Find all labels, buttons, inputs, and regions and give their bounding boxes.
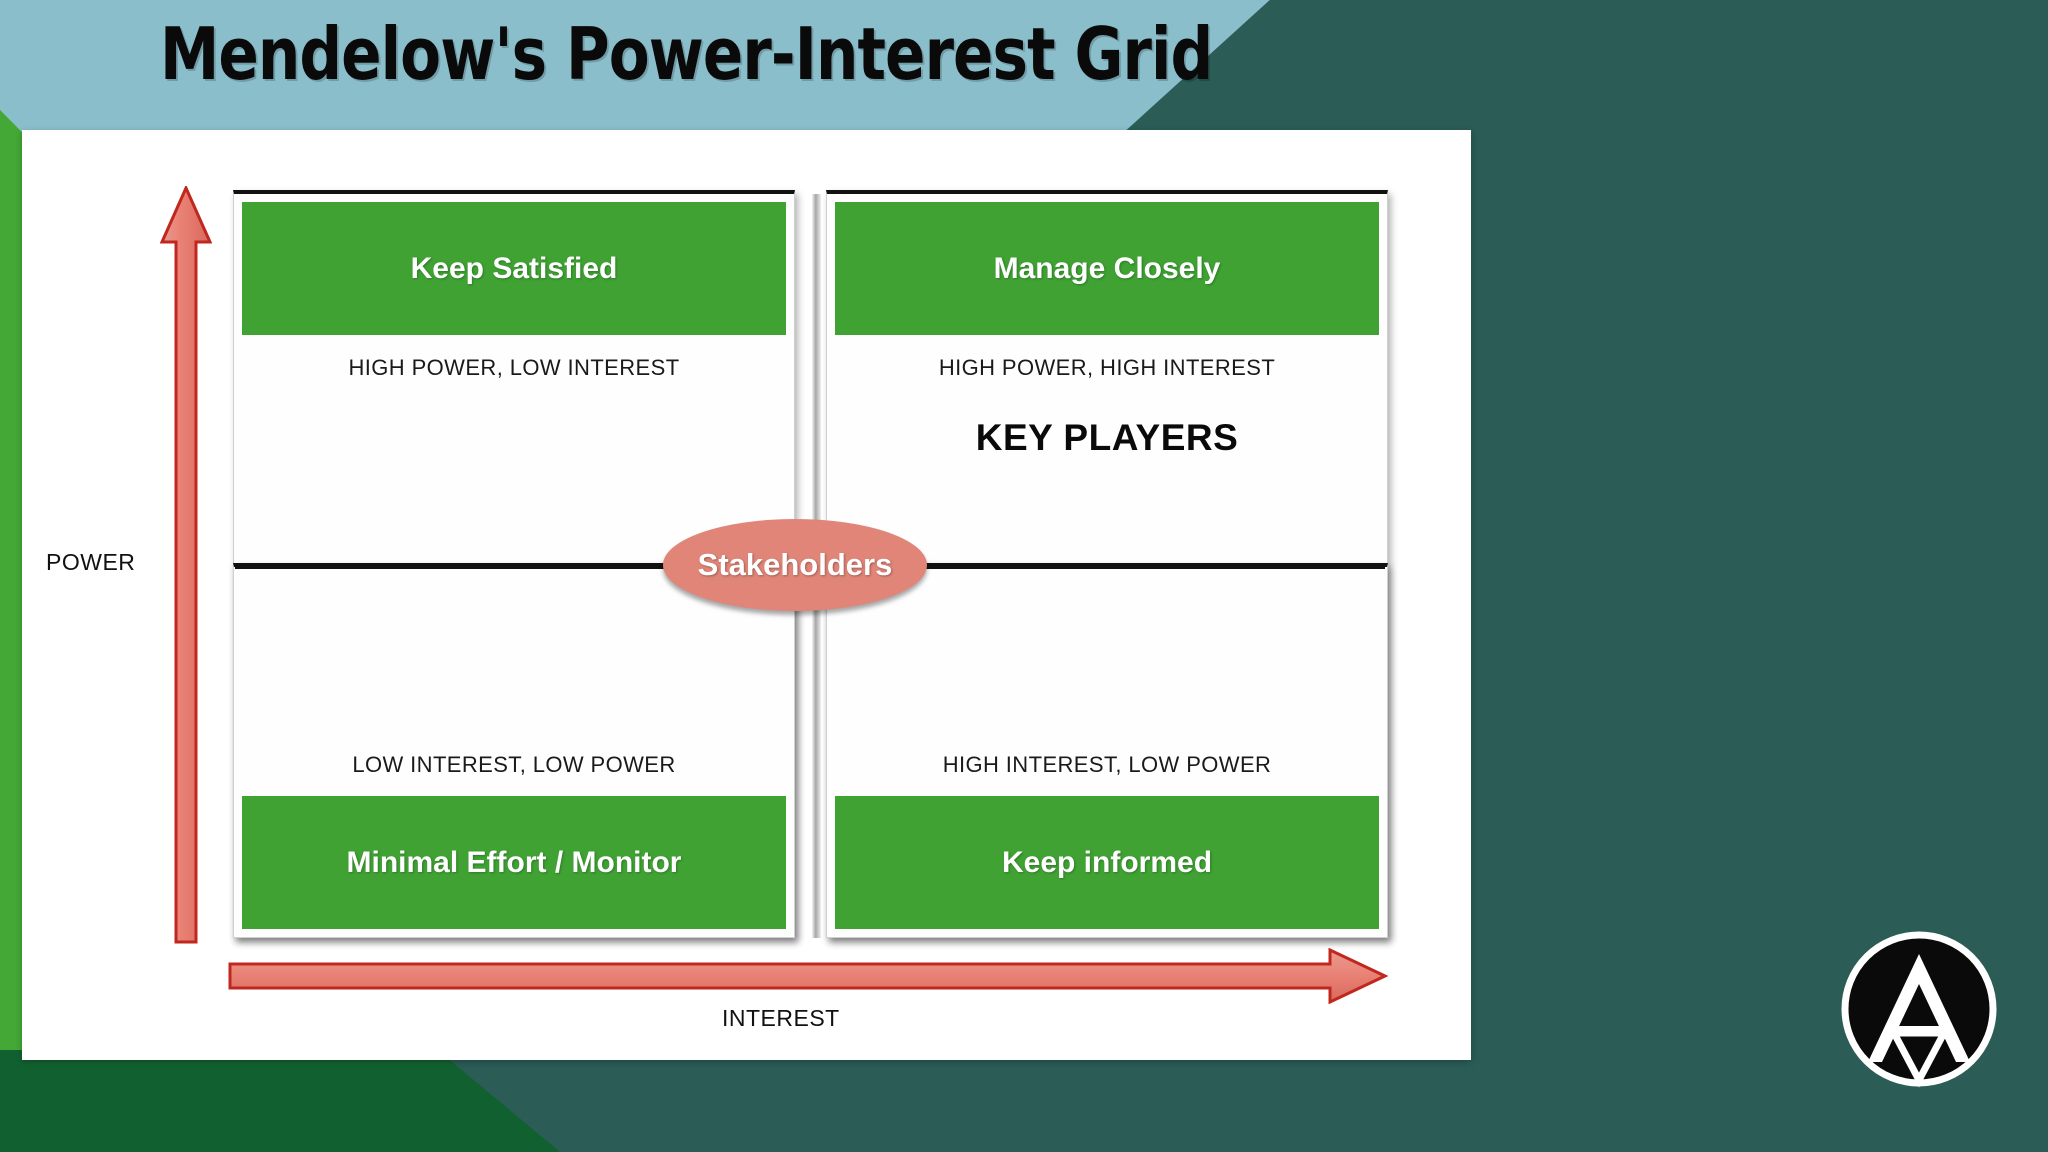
y-axis-label-power: POWER [46,549,136,575]
quadrant-minimal-effort-monitor[interactable]: LOW INTEREST, LOW POWER Minimal Effort /… [233,563,795,938]
quadrant-band-label: Manage Closely [993,251,1221,285]
stakeholders-label: Stakeholders [697,547,893,582]
quadrant-callout-key-players: KEY PLAYERS [975,417,1239,458]
quadrant-band-manage-closely: Manage Closely [835,202,1379,335]
quadrant-band-keep-informed: Keep informed [835,796,1379,929]
quadrant-band-label: Minimal Effort / Monitor [346,845,682,879]
circle-triangle-logo-icon [1841,931,1997,1088]
power-axis-arrow-icon [160,186,212,944]
quadrant-band-keep-satisfied: Keep Satisfied [242,202,786,335]
interest-axis-arrow-icon [228,948,1388,1004]
quadrant-band-minimal-effort-monitor: Minimal Effort / Monitor [242,796,786,929]
x-axis-label-interest: INTEREST [722,1005,840,1031]
power-interest-grid-lower: LOW INTEREST, LOW POWER Minimal Effort /… [233,563,1388,938]
quadrant-descriptor: LOW INTEREST, LOW POWER [352,752,676,777]
quadrant-keep-informed[interactable]: HIGH INTEREST, LOW POWER Keep informed [826,563,1388,938]
quadrant-spacer [827,567,1387,752]
quadrant-band-label: Keep Satisfied [410,251,618,285]
quadrant-descriptor: HIGH POWER, LOW INTEREST [348,355,680,380]
quadrant-descriptor: HIGH INTEREST, LOW POWER [942,752,1272,777]
slide-title: Mendelow's Power-Interest Grid [160,12,1213,96]
quadrant-descriptor: HIGH POWER, HIGH INTEREST [938,355,1276,380]
stakeholders-node[interactable]: Stakeholders [663,519,927,611]
quadrant-band-label: Keep informed [1001,845,1213,879]
